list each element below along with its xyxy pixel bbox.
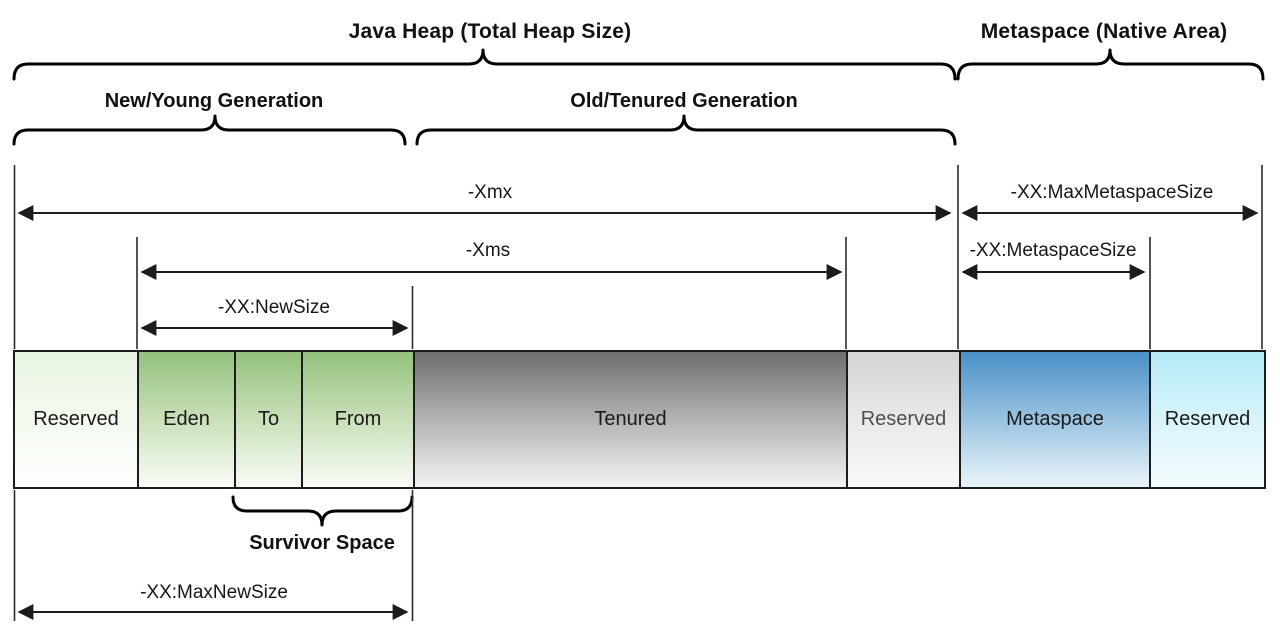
old-tenured-generation-title: Old/Tenured Generation [570, 90, 798, 112]
segment-label: Reserved [860, 408, 947, 430]
survivor-space-brace [231, 495, 414, 527]
new-young-generation-title: New/Young Generation [104, 90, 324, 112]
metaspace-reserved-segment: Reserved [1151, 352, 1264, 487]
memory-bar: Reserved Eden To From Tenured Reserved M… [13, 350, 1266, 489]
from-segment: From [303, 352, 415, 487]
xms-label: -Xms [465, 240, 511, 261]
metaspace-brace [956, 48, 1265, 81]
java-heap-brace [12, 48, 957, 81]
tenured-segment: Tenured [415, 352, 848, 487]
heap-reserved-right-segment: Reserved [848, 352, 961, 487]
segment-label: From [334, 408, 382, 430]
java-heap-title: Java Heap (Total Heap Size) [348, 20, 632, 43]
new-size-label: -XX:NewSize [218, 297, 330, 318]
max-new-size-label: -XX:MaxNewSize [140, 582, 288, 603]
survivor-space-label: Survivor Space [249, 532, 395, 554]
segment-label: Eden [163, 408, 210, 430]
xmx-label: -Xmx [467, 182, 513, 203]
new-young-brace [12, 114, 407, 146]
eden-segment: Eden [139, 352, 236, 487]
segment-label: Metaspace [1006, 408, 1104, 430]
old-tenured-brace [415, 114, 957, 146]
segment-label: Tenured [594, 408, 667, 430]
segment-label: Reserved [33, 408, 119, 430]
max-metaspace-size-label: -XX:MaxMetaspaceSize [1010, 182, 1214, 203]
heap-reserved-left-segment: Reserved [15, 352, 139, 487]
metaspace-title: Metaspace (Native Area) [980, 20, 1228, 43]
metaspace-size-label: -XX:MetaspaceSize [969, 240, 1137, 261]
to-segment: To [236, 352, 303, 487]
metaspace-segment: Metaspace [961, 352, 1151, 487]
segment-label: To [257, 408, 280, 430]
segment-label: Reserved [1164, 408, 1251, 430]
